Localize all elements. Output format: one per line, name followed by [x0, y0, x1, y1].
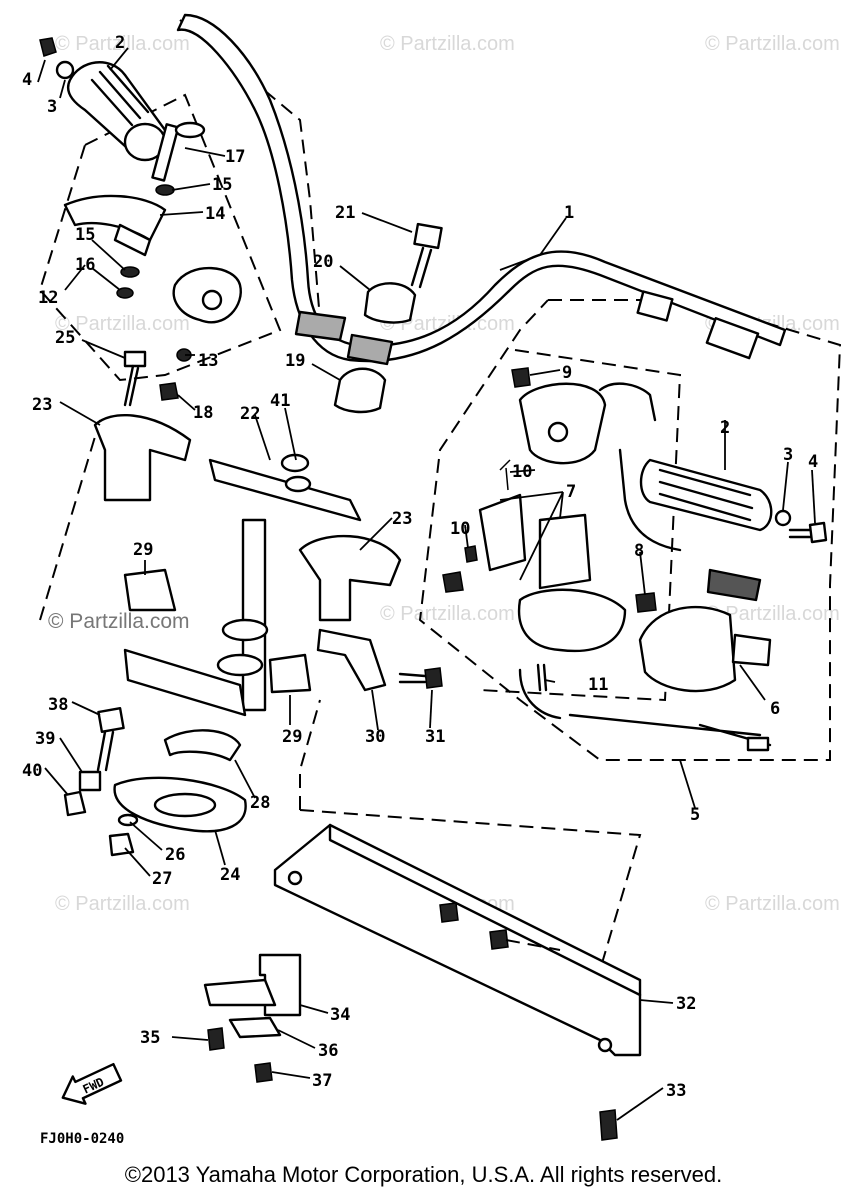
holder-19: [333, 367, 387, 414]
left-grip: [66, 61, 167, 162]
watermark: © Partzilla.com: [380, 603, 515, 625]
callout-7: 7: [566, 482, 576, 502]
callout-16: 16: [75, 255, 95, 275]
screw-37: [254, 1062, 273, 1083]
callout-14: 14: [205, 204, 225, 224]
callout-36: 36: [318, 1041, 338, 1061]
plate-36: [228, 1016, 282, 1039]
bolt-25: [123, 350, 147, 407]
washer-39: [78, 770, 102, 792]
lower-plates: [108, 729, 247, 857]
callout-22: 22: [240, 404, 260, 424]
plate-32: [273, 823, 642, 1057]
callout-25: 25: [55, 328, 75, 348]
callouts: 1 2 2 3 3 4 4 5 6 7 8 9 10 10 11 12 13 1…: [22, 33, 818, 1101]
washer-3: [55, 60, 75, 80]
assembly-outlines: [38, 19, 842, 971]
callout-19: 19: [285, 351, 305, 371]
callout-15: 15: [75, 225, 95, 245]
callout-13: 13: [198, 351, 218, 371]
watermark: © Partzilla.com: [380, 33, 515, 55]
handlebar: [176, 13, 787, 366]
copyright-notice: ©2013 Yamaha Motor Corporation, U.S.A. A…: [124, 1162, 723, 1187]
screw-35: [207, 1027, 225, 1051]
watermark: © Partzilla.com: [705, 603, 840, 625]
watermark: © Partzilla.com: [55, 893, 190, 915]
bolt-38: [96, 707, 125, 772]
callout-8: 8: [634, 541, 644, 561]
callout-10: 10: [450, 519, 470, 539]
callout-23: 23: [392, 509, 412, 529]
callout-2: 2: [115, 33, 125, 53]
bracket-34: [203, 953, 302, 1017]
screw-4-right: [788, 521, 828, 544]
diagram-code: FJ0H0-0240: [40, 1131, 124, 1147]
nut-40: [63, 790, 87, 817]
bolt-21: [410, 222, 443, 289]
callout-2: 2: [720, 418, 730, 438]
right-grip: [639, 458, 773, 532]
stop-switch-6: [568, 568, 772, 752]
callout-33: 33: [666, 1081, 686, 1101]
washer-3-right: [774, 509, 792, 527]
callout-15: 15: [212, 175, 232, 195]
bolt-31: [398, 667, 443, 689]
callout-21: 21: [335, 203, 355, 223]
callout-12: 12: [38, 288, 58, 308]
callout-3: 3: [783, 445, 793, 465]
callout-1: 1: [564, 203, 574, 223]
callout-32: 32: [676, 994, 696, 1014]
callout-31: 31: [425, 727, 445, 747]
watermark: © Partzilla.com: [55, 33, 190, 55]
callout-39: 39: [35, 729, 55, 749]
callout-18: 18: [193, 403, 213, 423]
leader-lines: [37, 47, 816, 1121]
nut-18: [159, 382, 179, 401]
screw-4: [39, 37, 57, 57]
callout-27: 27: [152, 869, 172, 889]
callout-20: 20: [313, 252, 333, 272]
callout-35: 35: [140, 1028, 160, 1048]
callout-40: 40: [22, 761, 42, 781]
callout-34: 34: [330, 1005, 350, 1025]
watermark: © Partzilla.com: [705, 33, 840, 55]
switch-assembly: [442, 367, 682, 720]
callout-38: 38: [48, 695, 68, 715]
callout-5: 5: [690, 805, 700, 825]
callout-4: 4: [808, 452, 818, 472]
callout-6: 6: [770, 699, 780, 719]
callout-29: 29: [282, 727, 302, 747]
callout-17: 17: [225, 147, 245, 167]
watermark-dark: © Partzilla.com: [48, 610, 190, 633]
screw-33: [599, 1109, 618, 1141]
fwd-arrow: FWD: [61, 1062, 123, 1105]
throttle-assembly: [63, 121, 242, 362]
callout-37: 37: [312, 1071, 332, 1091]
callout-24: 24: [220, 865, 240, 885]
steering-column: [93, 414, 402, 717]
callout-11: 11: [588, 675, 608, 695]
callout-29: 29: [133, 540, 153, 560]
callout-3: 3: [47, 97, 57, 117]
callout-23: 23: [32, 395, 52, 415]
watermark: © Partzilla.com: [705, 893, 840, 915]
callout-30: 30: [365, 727, 385, 747]
callout-41: 41: [270, 391, 290, 411]
callout-4: 4: [22, 70, 32, 90]
holder-20: [363, 282, 417, 324]
watermark: © Partzilla.com: [55, 313, 190, 335]
callout-10: 10: [512, 462, 532, 482]
callout-26: 26: [165, 845, 185, 865]
callout-9: 9: [562, 363, 572, 383]
callout-28: 28: [250, 793, 270, 813]
